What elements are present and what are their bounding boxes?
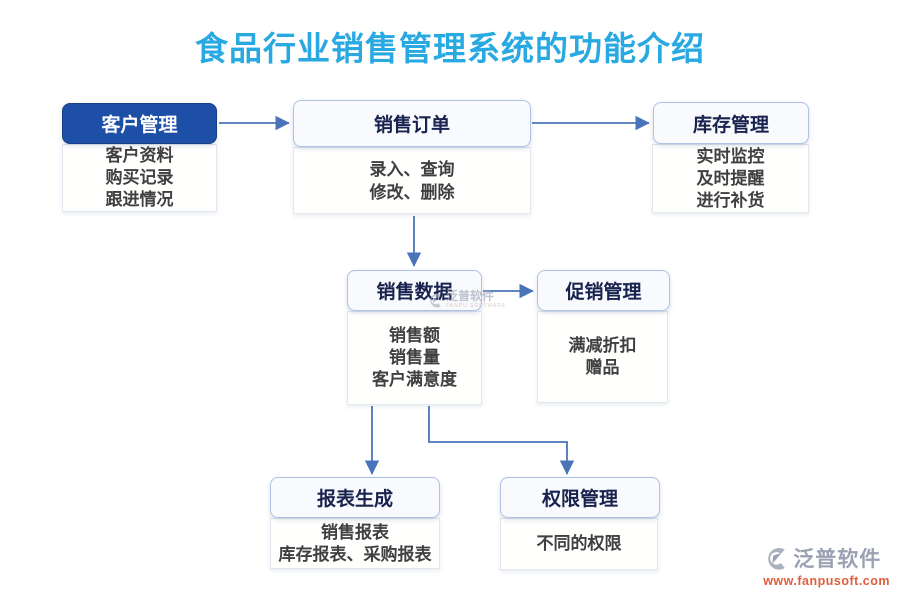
panel-report-details: 销售报表 库存报表、采购报表: [270, 518, 440, 569]
detail-line: 购买记录: [105, 168, 174, 187]
fanpu-logo-icon: [430, 293, 441, 308]
node-order-label: 销售订单: [373, 115, 450, 136]
node-customer-label: 客户管理: [101, 115, 178, 136]
detail-line: 跟进情况: [105, 190, 174, 209]
detail-line: 销售报表: [321, 522, 389, 542]
watermark-brand: 泛普软件: [446, 289, 495, 303]
detail-line: 及时提醒: [696, 168, 765, 188]
node-salesdata-label: 销售数据: [376, 282, 453, 303]
node-sales-order: 销售订单: [293, 100, 531, 147]
node-inventory-label: 库存管理: [692, 114, 769, 136]
node-inventory-management: 库存管理: [653, 102, 809, 144]
detail-line: 进行补货: [696, 190, 765, 210]
detail-line: 满减折扣: [568, 336, 637, 355]
panel-order-details: 录入、查询 修改、删除: [293, 147, 531, 214]
panel-inventory-details: 实时监控 及时提醒 进行补货: [652, 144, 809, 213]
detail-line: 修改、删除: [369, 182, 455, 202]
detail-line: 赠品: [585, 358, 620, 377]
panel-permission-details: 不同的权限: [500, 518, 658, 570]
panel-salesdata-details: 销售额 销售量 客户满意度: [347, 311, 482, 405]
center-watermark: 泛普软件 FANPU SOFTWARE: [427, 290, 506, 310]
fanpu-logo-icon: [768, 548, 786, 570]
node-report-label: 报表生成: [316, 489, 393, 510]
arrow-salesdata-to-permission: [428, 406, 575, 475]
footer-brand-url: www.fanpusoft.com: [763, 574, 890, 588]
detail-line: 实时监控: [696, 146, 765, 166]
detail-line: 客户满意度: [372, 370, 457, 389]
footer-brand-logo: 泛普软件 www.fanpusoft.com: [763, 543, 890, 588]
node-sales-data: 销售数据: [347, 270, 482, 311]
detail-line: 客户资料: [105, 146, 174, 165]
detail-line: 销售额: [389, 326, 440, 345]
detail-line: 录入、查询: [369, 159, 455, 179]
node-permission-label: 权限管理: [541, 489, 618, 510]
detail-line: 不同的权限: [536, 534, 622, 553]
panel-promotion-details: 满减折扣 赠品: [537, 311, 668, 403]
panel-customer-details: 客户资料 购买记录 跟进情况: [62, 144, 217, 212]
node-report-generation: 报表生成: [270, 477, 440, 518]
watermark-subtext: FANPU SOFTWARE: [446, 303, 507, 309]
node-promotion-management: 促销管理: [537, 270, 670, 311]
footer-brand-name: 泛普软件: [793, 548, 882, 571]
node-customer-management: 客户管理: [62, 103, 217, 144]
detail-line: 库存报表、采购报表: [278, 544, 432, 564]
node-promotion-label: 促销管理: [565, 282, 642, 303]
detail-line: 销售量: [389, 348, 440, 367]
page-title: 食品行业销售管理系统的功能介绍: [195, 30, 705, 67]
node-permission-management: 权限管理: [500, 477, 660, 518]
